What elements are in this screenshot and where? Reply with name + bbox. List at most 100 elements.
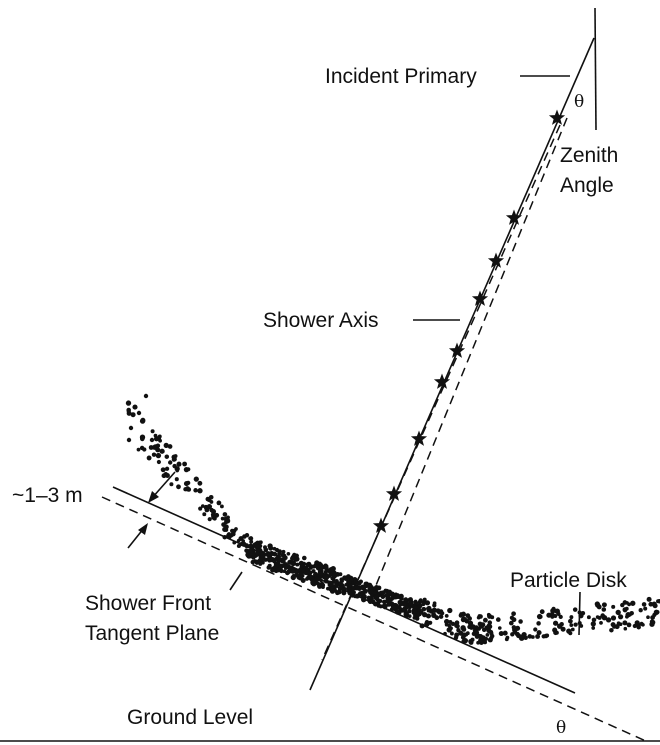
particle-dot bbox=[533, 627, 538, 632]
particle-dot bbox=[610, 615, 617, 621]
particle-dot bbox=[414, 601, 419, 606]
particle-dot bbox=[128, 425, 134, 431]
particle-dot bbox=[263, 547, 269, 553]
particle-dot bbox=[552, 620, 559, 626]
particle-dot bbox=[287, 565, 293, 571]
particle-dot bbox=[461, 639, 467, 644]
particle-dot bbox=[282, 569, 287, 574]
particle-dot bbox=[290, 574, 296, 581]
particle-dot bbox=[438, 614, 444, 619]
particle-dot bbox=[155, 443, 161, 448]
particle-dot bbox=[339, 577, 344, 582]
particle-dot bbox=[249, 539, 254, 544]
particle-dot bbox=[378, 604, 383, 609]
particle-dot bbox=[566, 628, 572, 634]
particle-dot bbox=[367, 582, 373, 588]
particle-dot bbox=[634, 620, 640, 626]
particle-dot bbox=[422, 597, 427, 602]
zenith-label-line2: Angle bbox=[560, 174, 614, 197]
particle-dot bbox=[175, 468, 180, 473]
particle-dot bbox=[620, 602, 625, 608]
particle-dot bbox=[546, 612, 552, 618]
particle-dot bbox=[476, 633, 482, 639]
particle-dot bbox=[591, 626, 596, 630]
particle-dot bbox=[272, 568, 277, 573]
particle-dot bbox=[553, 614, 558, 618]
particle-dot bbox=[573, 622, 578, 627]
particle-dot bbox=[386, 602, 392, 607]
particle-dot bbox=[362, 593, 367, 598]
particle-dot bbox=[186, 467, 191, 472]
particle-dot bbox=[486, 623, 492, 629]
particle-dot bbox=[444, 614, 449, 618]
particle-dot bbox=[211, 515, 216, 520]
particle-dot bbox=[431, 607, 438, 613]
particle-dot bbox=[182, 461, 188, 467]
particle-dot bbox=[605, 617, 612, 623]
particle-dot bbox=[586, 615, 591, 620]
particle-dot bbox=[622, 607, 628, 613]
particle-dot bbox=[559, 622, 564, 627]
particle-dot bbox=[176, 484, 181, 490]
particle-dot bbox=[273, 552, 278, 557]
thickness-arrow-top bbox=[148, 471, 176, 503]
particle-dot bbox=[403, 611, 409, 617]
particle-dot bbox=[572, 607, 578, 612]
particle-dot bbox=[136, 410, 142, 416]
particle-dot bbox=[450, 621, 456, 627]
particle-dot bbox=[653, 609, 660, 615]
particle-dot bbox=[281, 549, 286, 554]
particle-dot bbox=[367, 599, 373, 605]
particle-dot bbox=[193, 476, 199, 482]
particle-dot bbox=[136, 447, 141, 452]
particle-dot bbox=[140, 436, 145, 442]
particle-dot bbox=[277, 551, 282, 556]
particle-dot bbox=[407, 614, 412, 618]
particle-dot bbox=[157, 434, 162, 439]
particle-dot bbox=[458, 613, 463, 618]
particle-dot bbox=[527, 634, 533, 639]
particle-dot bbox=[197, 480, 203, 486]
particle-disk-leader bbox=[578, 591, 581, 636]
particle-dot bbox=[538, 614, 543, 619]
particle-dot bbox=[474, 629, 478, 634]
particle-dot bbox=[330, 567, 335, 572]
particle-dot bbox=[158, 438, 162, 443]
particle-dot bbox=[338, 585, 343, 590]
particle-dot bbox=[176, 461, 182, 467]
particle-dot bbox=[222, 526, 228, 532]
particle-dot bbox=[232, 540, 237, 545]
particle-dot bbox=[483, 617, 488, 623]
shower-stars bbox=[372, 109, 566, 533]
particle-dot bbox=[171, 456, 177, 462]
particle-dot bbox=[198, 506, 203, 511]
particle-dot bbox=[290, 560, 296, 566]
particle-dot bbox=[436, 608, 441, 613]
particle-dot bbox=[399, 600, 403, 605]
particle-dot bbox=[405, 605, 410, 610]
theta-top-label: θ bbox=[574, 92, 584, 112]
particle-dot bbox=[302, 555, 307, 561]
particle-dot bbox=[395, 605, 400, 610]
particle-dot bbox=[551, 606, 556, 612]
particle-dot bbox=[615, 609, 621, 616]
particle-dot bbox=[325, 568, 330, 573]
particle-dot bbox=[319, 571, 324, 576]
particle-dot bbox=[132, 404, 138, 410]
particle-dot bbox=[611, 604, 616, 609]
particle-disk-label: Particle Disk bbox=[510, 569, 627, 592]
particle-dot bbox=[648, 601, 654, 607]
particle-dot bbox=[626, 622, 632, 628]
particle-dot bbox=[421, 606, 427, 612]
particle-disk-dots bbox=[125, 393, 660, 645]
particle-dot bbox=[495, 617, 501, 622]
particle-dot bbox=[652, 603, 658, 609]
particle-dot bbox=[638, 608, 643, 613]
particle-dot bbox=[447, 607, 453, 614]
particle-dot bbox=[197, 488, 203, 494]
particle-dot bbox=[380, 594, 386, 600]
particle-dot bbox=[347, 589, 352, 595]
particle-dot bbox=[627, 612, 632, 617]
particle-dot bbox=[453, 635, 459, 640]
